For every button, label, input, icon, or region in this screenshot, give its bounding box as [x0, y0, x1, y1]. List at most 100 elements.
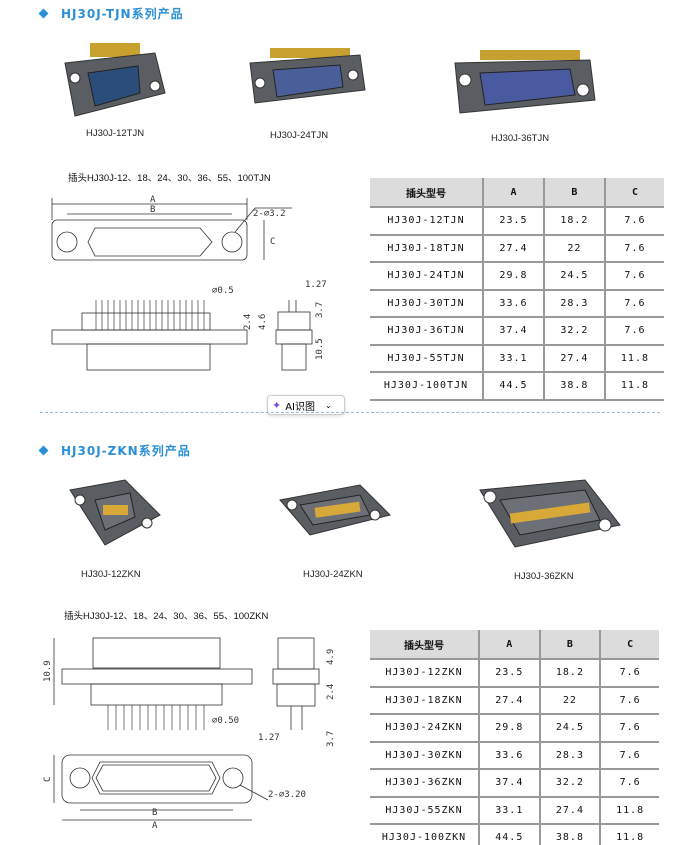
- table-cell: HJ30J-12ZKN: [370, 659, 480, 688]
- table-cell: 24.5: [539, 714, 602, 743]
- product-image-12zkn: [69, 479, 161, 546]
- table-cell: HJ30J-100ZKN: [370, 824, 480, 845]
- ai-recognize-button[interactable]: ✦ AI识图 ⌄: [267, 395, 345, 415]
- table-cell: 29.8: [479, 714, 541, 743]
- product-label: HJ30J-24TJN: [270, 130, 329, 141]
- product-image-24tjn: [249, 48, 366, 104]
- table-cell: HJ30J-55ZKN: [370, 796, 480, 825]
- table-cell: 33.6: [479, 741, 541, 770]
- table-cell: 11.8: [600, 824, 659, 845]
- product-label: HJ30J-12TJN: [86, 128, 145, 139]
- drawing-caption: 插头HJ30J-12、18、24、30、36、55、100TJN: [68, 173, 271, 184]
- table-cell: 28.3: [539, 741, 602, 770]
- table-cell: 7.6: [600, 741, 659, 770]
- table-cell: HJ30J-100TJN: [370, 372, 484, 401]
- table-cell: HJ30J-30ZKN: [370, 741, 480, 770]
- table-cell: 23.5: [483, 207, 545, 236]
- table-cell: HJ30J-36ZKN: [370, 769, 480, 798]
- dim-d2: 4.9: [326, 649, 336, 665]
- table-cell: 37.4: [483, 317, 545, 346]
- column-header: B: [543, 178, 606, 208]
- dim-a: A: [152, 821, 158, 831]
- dim-b: B: [152, 808, 157, 818]
- table-cell: HJ30J-18ZKN: [370, 686, 480, 715]
- section-title: HJ30J-TJN系列产品: [38, 5, 184, 22]
- table-cell: 11.8: [604, 372, 664, 401]
- table-cell: 7.6: [600, 769, 659, 798]
- section-title-text: HJ30J-ZKN系列产品: [61, 444, 191, 458]
- table-cell: 38.8: [543, 372, 606, 401]
- product-label: HJ30J-36ZKN: [514, 571, 574, 582]
- product-image-24zkn: [279, 484, 391, 536]
- dim-c: C: [43, 777, 53, 782]
- table-cell: 29.8: [483, 262, 545, 291]
- dim-c: C: [270, 237, 275, 247]
- table-cell: 38.8: [539, 824, 602, 845]
- table-cell: 32.2: [543, 317, 606, 346]
- table-cell: HJ30J-24TJN: [370, 262, 484, 291]
- diamond-icon: [38, 8, 49, 19]
- table-cell: 7.6: [604, 234, 664, 263]
- table-cell: 27.4: [543, 344, 606, 373]
- table-cell: HJ30J-18TJN: [370, 234, 484, 263]
- column-header: A: [479, 630, 541, 660]
- dim-hole: 2-∅3.2: [253, 209, 286, 219]
- dim-pitch: 1.27: [305, 280, 327, 290]
- table-cell: 33.1: [479, 796, 541, 825]
- column-header: C: [600, 630, 659, 660]
- table-cell: 7.6: [600, 659, 659, 688]
- table-cell: 28.3: [543, 289, 606, 318]
- technical-drawing-tjn: A B 2-∅3.2 C ∅0.5 1.27 2.4 4.6 3.7 10.5: [51, 195, 327, 371]
- table-cell: 18.2: [539, 659, 602, 688]
- table-cell: 37.4: [479, 769, 541, 798]
- table-cell: 44.5: [483, 372, 545, 401]
- dim-d1: 2.4: [243, 314, 253, 330]
- diamond-icon: [38, 445, 49, 456]
- dim-a: A: [150, 195, 156, 205]
- column-header: 插头型号: [370, 178, 484, 208]
- dim-d1: 10.9: [43, 660, 53, 682]
- dim-pin: ∅0.5: [212, 286, 234, 296]
- ai-button-label: AI识图: [285, 401, 316, 413]
- table-cell: HJ30J-30TJN: [370, 289, 484, 318]
- dim-d2: 4.6: [258, 314, 268, 330]
- table-cell: 11.8: [600, 796, 659, 825]
- table-cell: 44.5: [479, 824, 541, 845]
- table-cell: 11.8: [604, 344, 664, 373]
- dim-pitch: 1.27: [258, 733, 280, 743]
- chevron-down-icon: ⌄: [325, 400, 332, 410]
- table-cell: 7.6: [604, 317, 664, 346]
- table-cell: 22: [543, 234, 606, 263]
- product-label: HJ30J-24ZKN: [303, 569, 363, 580]
- dim-d4: 3.7: [326, 731, 336, 747]
- table-cell: 32.2: [539, 769, 602, 798]
- technical-drawing-zkn: 10.9 4.9 2.4 3.7 ∅0.50 1.27 C 2-∅3.20 B …: [43, 637, 336, 831]
- table-cell: HJ30J-55TJN: [370, 344, 484, 373]
- product-image-36zkn: [479, 479, 621, 548]
- table-cell: 33.6: [483, 289, 545, 318]
- table-cell: 24.5: [543, 262, 606, 291]
- table-cell: HJ30J-12TJN: [370, 207, 484, 236]
- table-cell: 7.6: [600, 686, 659, 715]
- table-cell: 27.4: [479, 686, 541, 715]
- column-header: 插头型号: [370, 630, 480, 660]
- table-cell: HJ30J-36TJN: [370, 317, 484, 346]
- dim-d3: 2.4: [326, 684, 336, 700]
- column-header: A: [483, 178, 545, 208]
- product-label: HJ30J-36TJN: [491, 133, 550, 144]
- product-label: HJ30J-12ZKN: [81, 569, 141, 580]
